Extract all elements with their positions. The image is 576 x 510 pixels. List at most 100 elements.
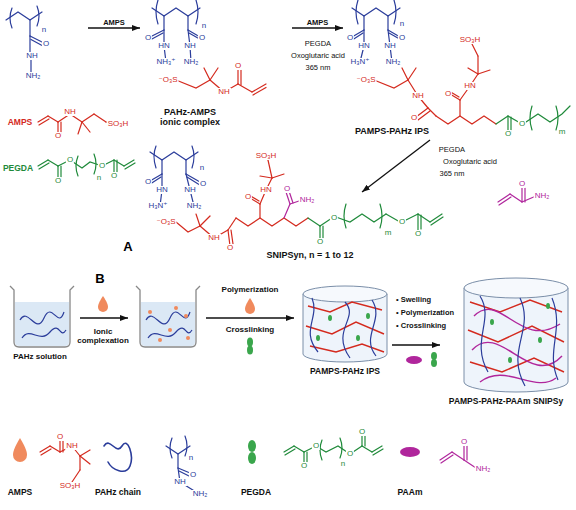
pahz-structure-part xyxy=(163,16,164,30)
atom-label: NH₂ xyxy=(385,58,402,66)
pahz-structure-part xyxy=(6,12,42,20)
pahz-structure xyxy=(6,0,401,492)
atom-label: O xyxy=(244,193,252,201)
pegda-structure-part xyxy=(94,154,96,174)
atom-label: n xyxy=(340,460,346,468)
ips-cylinder-part xyxy=(366,313,370,319)
annotation-text: Oxoglutaric acid xyxy=(443,158,497,166)
atom-label: NH xyxy=(411,92,425,100)
panel-letter: B xyxy=(95,272,104,285)
pahz-structure-part xyxy=(185,160,186,174)
pamps-structure-part xyxy=(402,68,408,80)
paam-structure-part xyxy=(441,455,453,463)
atom-label: ⁻O₃S xyxy=(155,218,176,226)
paam-structure-part xyxy=(463,444,464,460)
pamps-structure-part xyxy=(59,440,60,452)
node-caption: PAHz-AMPS ionic complex xyxy=(153,108,227,128)
pamps-structure-part xyxy=(236,218,308,226)
pegda-structure-part xyxy=(322,226,323,238)
atom-label: H₃N⁺ xyxy=(147,202,168,210)
atom-label: O xyxy=(56,433,64,441)
process-arrows-part xyxy=(80,317,128,318)
pegda-structure-part xyxy=(430,214,442,222)
atom-label: ⁻O₃S xyxy=(157,76,178,84)
beaker-illustration-part xyxy=(146,312,192,338)
pamps-structure-part xyxy=(204,68,210,80)
atom-label: n xyxy=(199,164,205,172)
pamps-structure-part xyxy=(260,176,272,178)
annotation-text: PEGDA xyxy=(439,146,465,154)
pahz-structure-part xyxy=(104,443,131,471)
pamps-structure-part xyxy=(78,122,82,134)
pamps-structure-part xyxy=(436,116,496,124)
atom-label: SO₃H xyxy=(59,482,82,490)
pegda-structure xyxy=(38,106,570,464)
pegda-structure-part xyxy=(530,106,532,130)
pahz-structure-part xyxy=(151,177,161,184)
pamps-structure-part xyxy=(50,446,60,452)
atom-label: NH xyxy=(63,108,77,116)
process-arrows-part xyxy=(406,356,422,364)
legend-icons xyxy=(13,438,420,464)
atom-label: O xyxy=(189,471,197,479)
pamps-structure-part xyxy=(94,114,106,122)
pahz-structure-part xyxy=(29,20,30,36)
pamps-structure-part xyxy=(41,449,51,455)
pegda-structure-part xyxy=(417,214,418,230)
atom-label: HN xyxy=(463,82,477,90)
pamps-structure-part xyxy=(468,68,478,74)
paam-structure-part xyxy=(521,186,522,202)
annotation-text: AMPS xyxy=(8,118,33,127)
atom-label: O xyxy=(316,238,324,246)
paam-structure-part xyxy=(284,204,290,218)
pegda-structure-part xyxy=(526,106,570,122)
node-caption: SNIPSyn, n = 1 to 12 xyxy=(267,251,354,261)
pamps-structure-part xyxy=(237,68,238,84)
pegda-structure-part xyxy=(48,160,58,166)
atom-label: NH₂ xyxy=(299,196,316,204)
pamps-structure-part xyxy=(72,470,80,482)
pegda-structure-part xyxy=(362,446,372,452)
atom-label: NH xyxy=(173,478,187,486)
pamps-structure-part xyxy=(253,88,266,96)
pegda-structure-part xyxy=(373,449,383,455)
atom-label: O xyxy=(346,450,354,458)
legend-icons-part xyxy=(13,438,27,462)
beaker-illustration xyxy=(10,286,200,347)
pahz-structure-part xyxy=(151,33,163,40)
atom-label: HN xyxy=(259,186,273,194)
beaker-illustration-part xyxy=(141,302,195,346)
arrow-label: AMPS xyxy=(306,19,330,27)
pahz-structure-part xyxy=(37,6,39,26)
atom-label: NH xyxy=(217,88,231,96)
pamps-structure-part xyxy=(252,84,266,92)
pegda-structure-part xyxy=(125,163,135,169)
annotation-text: Polymerization xyxy=(222,285,279,294)
pegda-structure-part xyxy=(431,217,443,225)
atom-label: O xyxy=(54,177,62,185)
pamps-structure-part xyxy=(238,84,252,92)
atom-label: O xyxy=(504,130,512,138)
atom-label: NH xyxy=(65,442,79,450)
paam-structure-part xyxy=(440,452,452,460)
structure-node: ONHNH₂ xyxy=(2,2,88,90)
reaction-arrow xyxy=(392,344,440,345)
annotation-text: Ionic complexation xyxy=(75,327,131,345)
snipsy-cylinder-part xyxy=(546,303,550,309)
process-arrows-part xyxy=(247,346,253,355)
atom-label: O xyxy=(54,132,62,140)
paam-structure-part xyxy=(498,194,510,202)
pahz-structure-part xyxy=(179,471,189,476)
node-caption: PAMPS-PAHz IPS xyxy=(310,367,380,376)
structure-node: PAMPS-PAHz-PAAm SNIPSy xyxy=(440,272,572,410)
atom-label: NH₂ xyxy=(25,72,42,80)
pamps-structure-part xyxy=(408,68,416,80)
pamps-structure-part xyxy=(228,218,236,230)
atom-label: O xyxy=(226,244,234,252)
process-arrows-part xyxy=(245,298,255,314)
atom-label: HN xyxy=(157,42,171,50)
pahz-structure-part xyxy=(363,16,364,30)
pegda-structure-part xyxy=(556,106,558,130)
pegda-structure-part xyxy=(420,215,421,229)
